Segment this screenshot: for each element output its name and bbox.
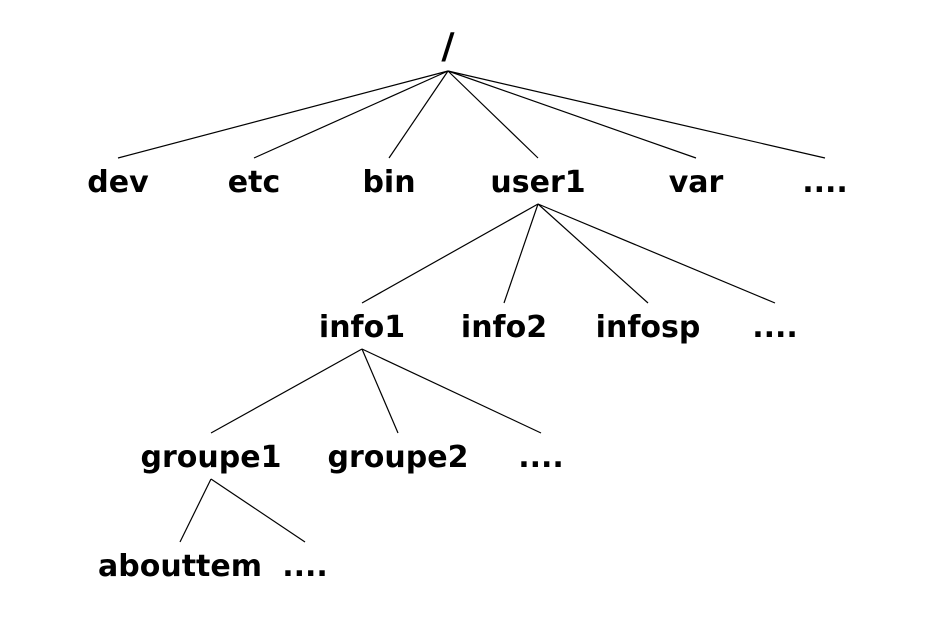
tree-node-info2: info2: [460, 310, 548, 345]
tree-edge-user1-dots-user1: [537, 203, 776, 304]
tree-edge-info1-groupe2: [361, 348, 399, 434]
tree-node-groupe2: groupe2: [327, 440, 469, 475]
tree-edge-root-dots-root: [447, 70, 826, 159]
tree-edge-root-bin: [388, 70, 449, 159]
tree-edge-info1-groupe1: [210, 348, 363, 434]
tree-node-bin: bin: [362, 165, 416, 200]
tree-edge-root-var: [447, 70, 697, 159]
tree-node-dots-info1: ....: [518, 440, 564, 475]
tree-node-root: /: [441, 26, 455, 67]
tree-node-dev: dev: [87, 165, 149, 200]
tree-node-dots-groupe1: ....: [282, 549, 328, 584]
tree-edge-info1-dots-info1: [361, 348, 542, 434]
tree-edge-user1-info2: [503, 203, 539, 304]
tree-edge-root-etc: [253, 70, 449, 159]
tree-node-dots-root: ....: [802, 165, 848, 200]
tree-edge-groupe1-abouttem: [179, 478, 212, 543]
tree-edge-root-user1: [447, 70, 539, 159]
tree-node-dots-user1: ....: [752, 310, 798, 345]
tree-node-etc: etc: [227, 165, 281, 200]
tree-edge-user1-infosp: [537, 203, 649, 304]
tree-edge-user1-info1: [361, 203, 539, 304]
tree-node-info1: info1: [318, 310, 406, 345]
tree-node-user1: user1: [490, 165, 586, 200]
tree-edge-groupe1-dots-groupe1: [210, 478, 306, 543]
tree-node-var: var: [668, 165, 724, 200]
tree-node-abouttem: abouttem: [98, 549, 262, 584]
tree-node-groupe1: groupe1: [140, 440, 282, 475]
tree-edge-root-dev: [117, 70, 449, 159]
tree-node-infosp: infosp: [595, 310, 701, 345]
